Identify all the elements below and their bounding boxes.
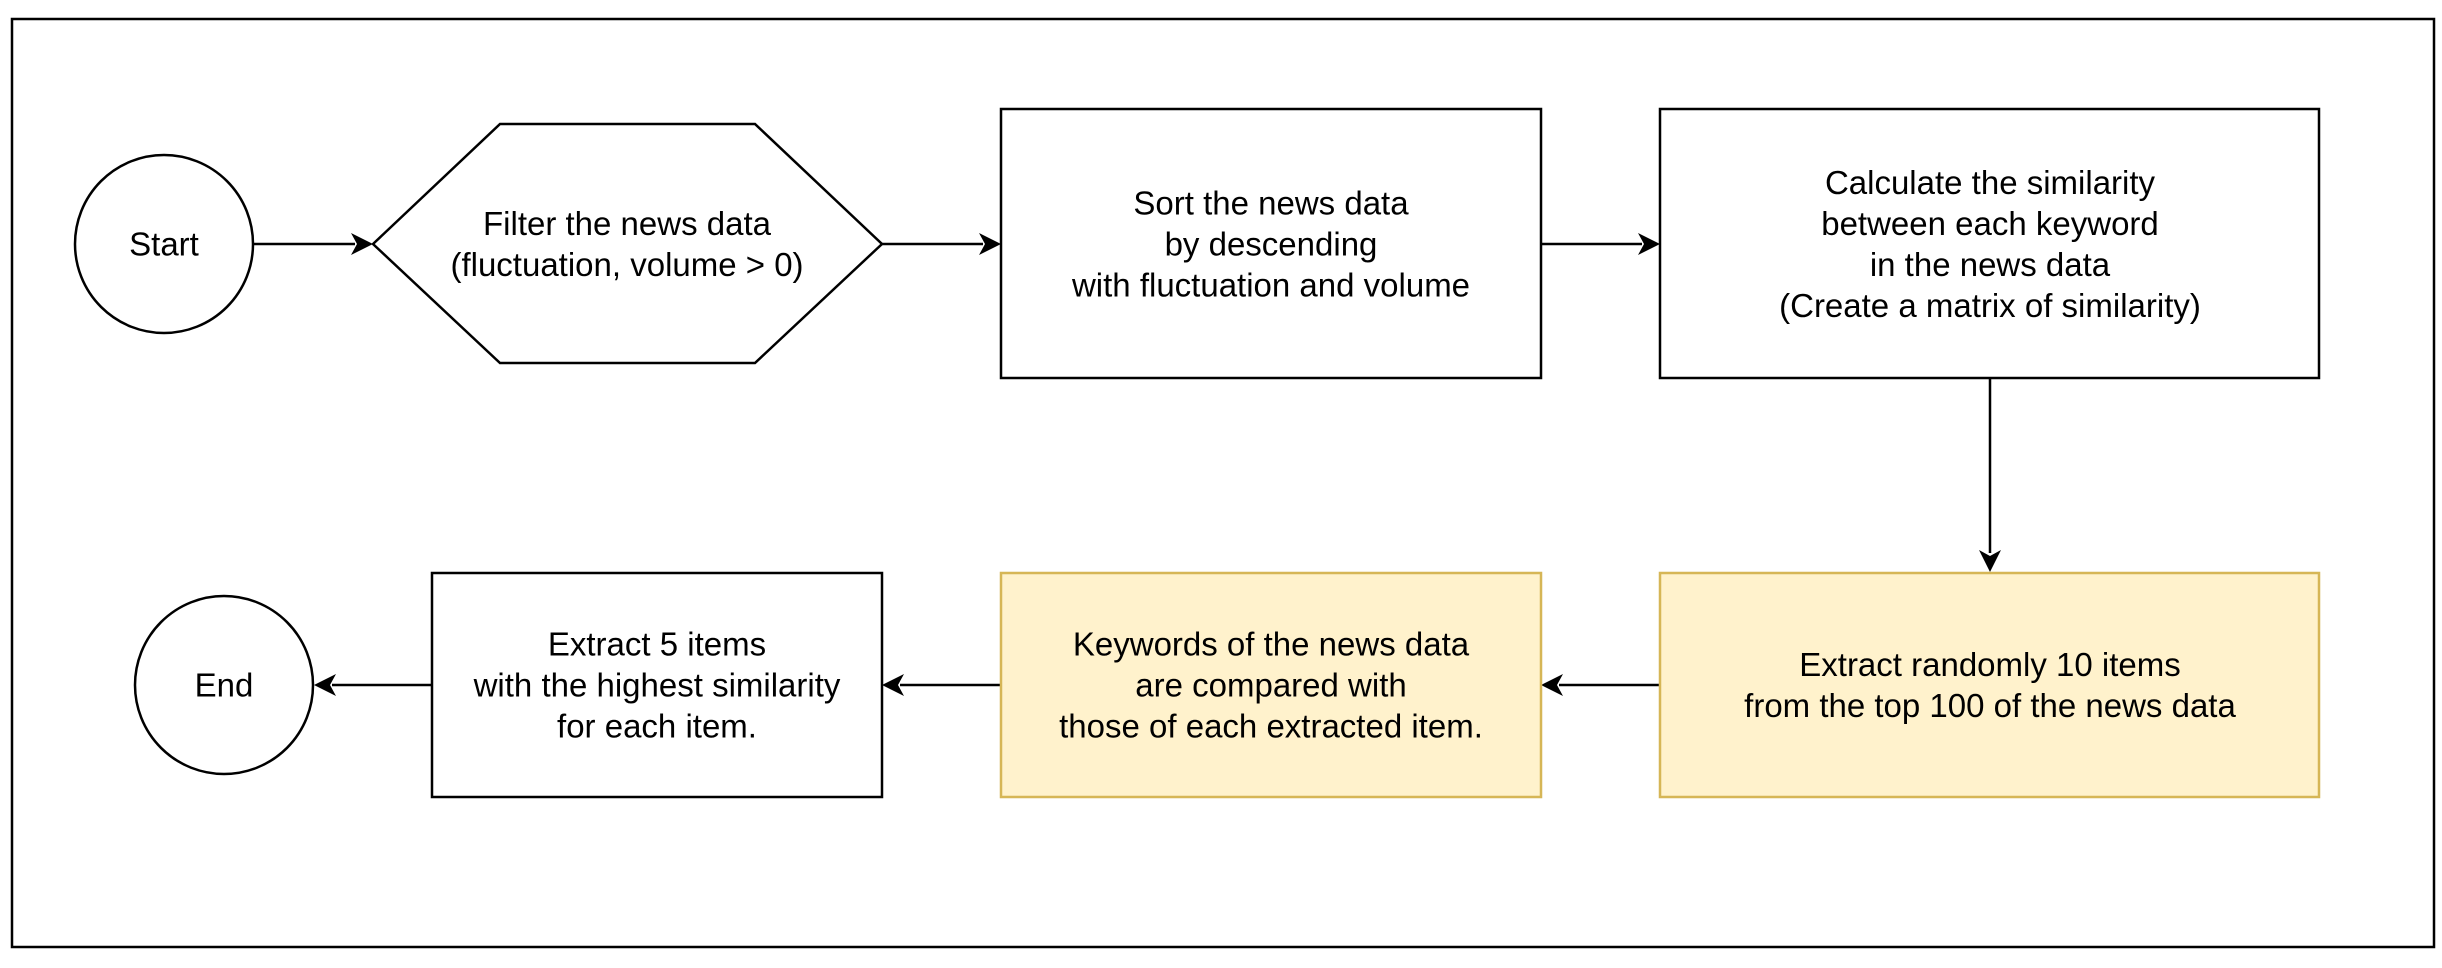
node-sort: Sort the news data by descending with fluc…: [999, 107, 1543, 380]
node-similarity: Calculate the similarity between each key…: [1658, 107, 2321, 380]
top5-label: Extract 5 items with the highest similari…: [473, 626, 841, 745]
filter-hexagon: [371, 122, 884, 365]
sort-label-line: with fluctuation and volume: [1071, 267, 1470, 304]
end-label: End: [195, 667, 254, 704]
arrowhead-top5: [882, 674, 904, 696]
sort-label-line: Sort the news data: [1133, 185, 1409, 222]
random-label: Extract randomly 10 items from the top 10…: [1744, 646, 2236, 724]
node-top5: Extract 5 items with the highest similari…: [430, 571, 884, 799]
node-start: Start: [73, 153, 255, 335]
node-random: Extract randomly 10 items from the top 10…: [1658, 571, 2321, 799]
compare-label-line: those of each extracted item.: [1059, 708, 1483, 745]
edges: [254, 233, 2001, 696]
start-label: Start: [129, 226, 199, 263]
filter-label: Filter the news data (fluctuation, volume…: [450, 205, 803, 283]
arrowhead-end: [314, 674, 336, 696]
similarity-label-line: Calculate the similarity: [1825, 164, 2156, 201]
top5-box: [430, 571, 884, 799]
random-label-line: from the top 100 of the news data: [1744, 687, 2236, 724]
arrowhead-random: [1979, 550, 2001, 572]
compare-label-line: Keywords of the news data: [1073, 626, 1470, 663]
compare-box: [999, 571, 1543, 799]
filter-label-line: Filter the news data: [483, 205, 772, 242]
compare-label-line: are compared with: [1135, 667, 1406, 704]
node-compare: Keywords of the news data are compared wi…: [999, 571, 1543, 799]
arrowhead-compare: [1541, 674, 1563, 696]
node-filter: Filter the news data (fluctuation, volume…: [371, 122, 884, 365]
node-end: End: [133, 594, 315, 776]
top5-label-line: Extract 5 items: [548, 626, 766, 663]
similarity-label-line: in the news data: [1870, 246, 2111, 283]
sort-label-line: by descending: [1165, 226, 1378, 263]
arrowhead-sort: [979, 233, 1001, 255]
similarity-label-line: between each keyword: [1821, 205, 2159, 242]
start-label-line: Start: [129, 226, 199, 263]
similarity-box: [1658, 107, 2321, 380]
sort-label: Sort the news data by descending with fluc…: [1071, 185, 1470, 304]
compare-label: Keywords of the news data are compared wi…: [1059, 626, 1483, 745]
arrowhead-filter: [351, 233, 373, 255]
filter-label-line: (fluctuation, volume > 0): [450, 246, 803, 283]
similarity-label-line: (Create a matrix of similarity): [1779, 287, 2201, 324]
random-label-line: Extract randomly 10 items: [1799, 646, 2180, 683]
top5-label-line: with the highest similarity: [473, 667, 841, 704]
diagram-frame: [10, 17, 2436, 949]
end-terminator: [133, 594, 315, 776]
sort-box: [999, 107, 1543, 380]
similarity-label: Calculate the similarity between each key…: [1779, 164, 2201, 324]
random-box: [1658, 571, 2321, 799]
top5-label-line: for each item.: [557, 708, 757, 745]
start-terminator: [73, 153, 255, 335]
end-label-line: End: [195, 667, 254, 704]
arrowhead-similarity: [1638, 233, 1660, 255]
